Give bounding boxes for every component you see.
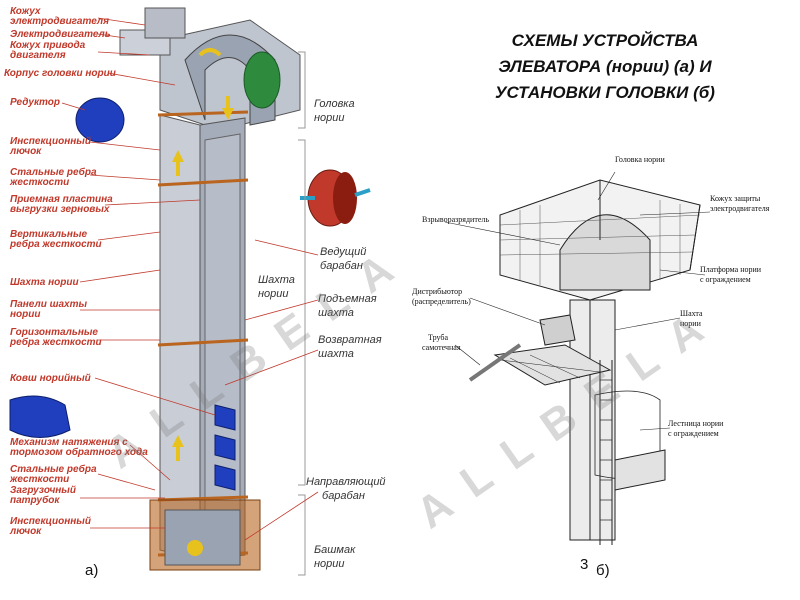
label-vertical-ribs-1: Вертикальные [10, 229, 88, 240]
label-discharge-2: выгрузки зерновых [10, 204, 110, 215]
label-lift-shaft-2: шахта [318, 307, 354, 319]
sketch-label-motor-casing-1: Кожух защиты [710, 194, 761, 203]
label-drive-casing-1: Кожух привода [10, 40, 86, 51]
label-discharge-1: Приемная пластина [10, 194, 113, 205]
watermark-left: ALLBELA [98, 232, 420, 478]
elevator-drawing [9, 7, 371, 571]
title-line-3: УСТАНОВКИ ГОЛОВКИ (б) [495, 83, 715, 102]
label-inspection-bot-1: Инспекционный [10, 516, 91, 527]
label-head-body: Корпус головки нории [4, 68, 116, 79]
sketch-labels: Головка нории Кожух защиты электродвигат… [412, 155, 770, 438]
label-shaft-1: Шахта [258, 274, 295, 286]
label-shaft-panels-1: Панели шахты [10, 299, 87, 310]
label-shaft: Шахта нории [10, 277, 79, 288]
label-head-2: нории [314, 112, 345, 124]
caption-b: б) [596, 562, 610, 579]
label-steel-ribs-bot-2: жесткости [9, 474, 69, 485]
label-inspection-top-2: лючок [9, 146, 42, 157]
label-bucket: Ковш норийный [10, 373, 91, 384]
label-shaft-2: нории [258, 288, 289, 300]
sketch-label-head: Головка нории [615, 155, 665, 164]
sketch-label-motor-casing-2: электродвигателя [710, 204, 770, 213]
head-installation-sketch [400, 145, 795, 545]
right-labels: Головка нории Ведущий барабан Шахта нори… [258, 98, 386, 570]
label-boot-2: нории [314, 558, 345, 570]
title-line-1: СХЕМЫ УСТРОЙСТВА [511, 31, 699, 50]
label-tension-2: тормозом обратного хода [10, 446, 148, 458]
label-loading-1: Загрузочный [10, 485, 76, 496]
label-drive-casing-2: двигателя [10, 50, 66, 61]
sketch-label-top-distributor: Взрыворазрядитель [422, 215, 489, 224]
label-tension-1: Механизм натяжения с [10, 437, 128, 448]
sketch-label-distributor-2: (распределитель) [412, 297, 471, 306]
sketch-label-shaft-1: Шахта [680, 309, 703, 318]
page-number: 3 [580, 556, 589, 573]
sketch-label-platform-2: с ограждением [700, 275, 751, 284]
slide-title: СХЕМЫ УСТРОЙСТВА ЭЛЕВАТОРА (нории) (а) И… [440, 28, 770, 106]
label-inspection-bot-2: лючок [9, 526, 42, 537]
label-vertical-ribs-2: ребра жесткости [9, 238, 102, 250]
sketch-label-shaft-2: нории [680, 319, 702, 328]
label-loading-2: патрубок [10, 494, 60, 506]
label-steel-ribs-top-2: жесткости [9, 177, 69, 188]
drive-drum-illustration [300, 169, 371, 227]
label-motor-casing-1: Кожух [10, 6, 41, 17]
label-boot-1: Башмак [314, 544, 356, 556]
label-motor: Электродвигатель [10, 29, 111, 40]
label-steel-ribs-top-1: Стальные ребра [10, 166, 97, 178]
label-guide-drum-2: барабан [322, 490, 365, 502]
sketch-label-pipe-2: самотечная [422, 343, 461, 352]
reducer-part [75, 97, 125, 143]
label-return-shaft-2: шахта [318, 348, 354, 360]
label-steel-ribs-bot-1: Стальные ребра [10, 463, 97, 475]
motor-cover [243, 51, 281, 109]
bucket-illustration [9, 395, 71, 438]
label-lift-shaft-1: Подъемная [318, 293, 377, 305]
label-motor-casing-2: электродвигателя [10, 16, 109, 27]
sketch-label-ladder-1: Лестница нории [668, 419, 724, 428]
title-line-2: ЭЛЕВАТОРА (нории) (а) И [498, 57, 712, 76]
label-guide-drum-1: Направляющий [306, 476, 386, 488]
label-horizontal-ribs-2: ребра жесткости [9, 336, 102, 348]
label-reducer: Редуктор [10, 97, 60, 108]
label-drive-drum-2: барабан [320, 260, 363, 272]
label-drive-drum-1: Ведущий [320, 246, 366, 258]
label-inspection-top-1: Инспекционный [10, 136, 91, 147]
label-shaft-panels-2: нории [10, 309, 40, 320]
caption-a: а) [85, 562, 99, 579]
sketch-label-ladder-2: с ограждением [668, 429, 719, 438]
left-labels: Кожух электродвигателя Электродвигатель … [4, 6, 148, 537]
sketch-label-platform-1: Платформа нории [700, 265, 762, 274]
label-return-shaft-1: Возвратная [318, 334, 382, 346]
label-horizontal-ribs-1: Горизонтальные [10, 327, 98, 338]
sketch-label-distributor-1: Дистрибьютор [412, 287, 462, 296]
label-head-1: Головка [314, 98, 355, 110]
sketch-label-pipe-1: Труба [428, 333, 448, 342]
